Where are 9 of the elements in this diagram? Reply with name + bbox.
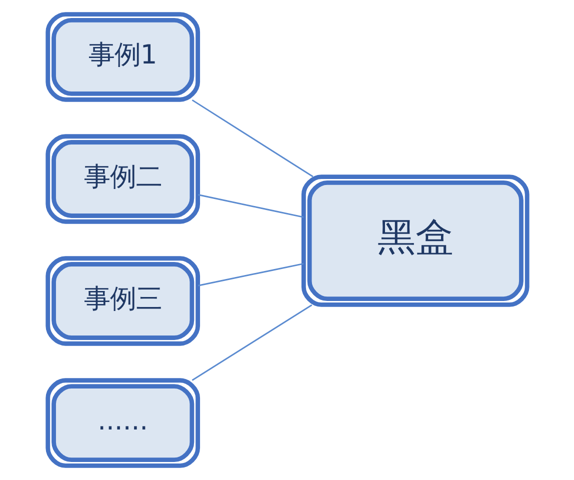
node-box: 事例三 <box>45 256 200 346</box>
connector <box>191 304 312 381</box>
connector <box>198 262 304 286</box>
node-box: 事例1 <box>45 12 200 102</box>
node-box: 事例二 <box>45 134 200 224</box>
connector <box>198 194 304 218</box>
node-box: 黑盒 <box>300 174 529 307</box>
node-box: ...... <box>45 378 200 468</box>
connector <box>191 99 313 178</box>
